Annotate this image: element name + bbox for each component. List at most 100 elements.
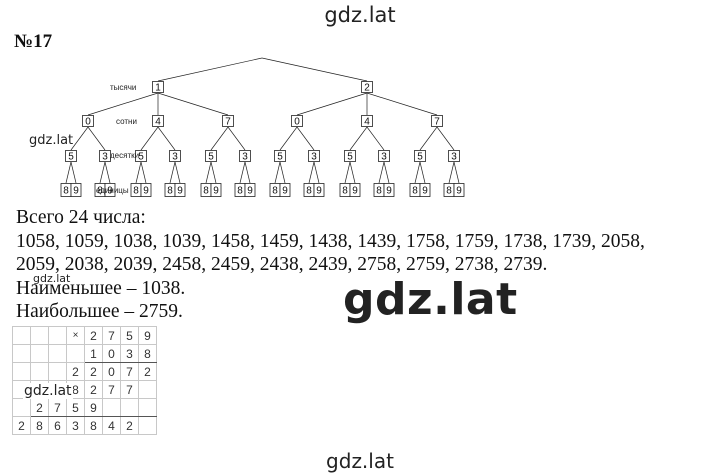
- grid-cell: ×: [66, 326, 85, 345]
- tree-edge: [279, 161, 286, 184]
- tree-edge: [157, 126, 176, 151]
- units-node-digit: 8: [167, 186, 173, 197]
- grid-cell: 2: [30, 398, 49, 417]
- grid-cell: 3: [66, 416, 85, 435]
- watermark-bottom: gdz.lat: [326, 449, 394, 473]
- grid-cell: 0: [102, 362, 121, 381]
- units-node-digit: 9: [386, 186, 392, 197]
- tree-edge: [419, 161, 426, 184]
- watermark-text: gdz.lat: [33, 272, 71, 285]
- units-node-box: [383, 183, 395, 197]
- grid-cell: [48, 326, 67, 345]
- tens-node-box: [448, 150, 460, 162]
- level-label: десятки: [110, 151, 139, 160]
- units-node-box: [174, 183, 186, 197]
- numbers-list-line-2: 2059, 2038, 2039, 2458, 2459, 2438, 2439…: [16, 254, 548, 275]
- grid-cell: 2: [84, 362, 103, 381]
- units-node-digit: 8: [97, 186, 103, 197]
- units-node-box: [104, 183, 116, 197]
- tens-node-digit: 3: [242, 152, 248, 163]
- tree-edge: [140, 161, 147, 184]
- grid-cell: [12, 362, 31, 381]
- units-node-digit: 9: [107, 186, 113, 197]
- grid-cell: 9: [138, 326, 157, 345]
- tree-edge: [366, 126, 385, 151]
- level-label: единицы: [96, 186, 129, 195]
- units-node-digit: 9: [422, 186, 428, 197]
- tens-node-box: [65, 150, 77, 162]
- grid-cell: 2: [12, 416, 31, 435]
- hundreds-node-digit: 4: [155, 117, 161, 128]
- tens-node-digit: 5: [208, 152, 214, 163]
- thousands-node-box: [152, 81, 164, 93]
- units-node-digit: 9: [213, 186, 219, 197]
- smallest-number-line: Наименьшее – 1038.: [16, 278, 186, 299]
- tens-node-digit: 3: [381, 152, 387, 163]
- grid-cell: 7: [102, 326, 121, 345]
- hundreds-node-box: [361, 115, 373, 127]
- hundreds-node-box: [431, 115, 443, 127]
- total-count-line: Всего 24 числа:: [16, 207, 146, 228]
- tree-edge: [414, 161, 421, 184]
- tree-edge: [313, 161, 320, 184]
- grid-cell: 4: [102, 416, 121, 435]
- thousands-node-digit: 2: [364, 83, 370, 94]
- units-node-digit: 8: [446, 186, 452, 197]
- grid-cell: 2: [84, 380, 103, 399]
- units-node-box: [140, 183, 152, 197]
- tree-edge: [349, 126, 368, 151]
- units-node-box: [70, 183, 82, 197]
- grid-cell: 8: [84, 416, 103, 435]
- tree-edge: [448, 161, 455, 184]
- tree-edge: [349, 161, 356, 184]
- grid-cell: [30, 326, 49, 345]
- units-node-box: [279, 183, 291, 197]
- tens-node-digit: 5: [277, 152, 283, 163]
- level-label: тысячи: [110, 83, 136, 92]
- hundreds-node-digit: 7: [434, 117, 440, 128]
- watermark-tree: gdz.lat: [29, 133, 74, 148]
- grid-cell: 2: [84, 326, 103, 345]
- units-node-digit: 9: [316, 186, 322, 197]
- units-node-digit: 8: [306, 186, 312, 197]
- hundreds-node-box: [152, 115, 164, 127]
- tree-edge: [70, 126, 89, 151]
- tens-node-box: [205, 150, 217, 162]
- units-node-digit: 8: [376, 186, 382, 197]
- grid-cell: 8: [138, 344, 157, 363]
- largest-number-line: Наибольшее – 2759.: [16, 301, 183, 322]
- grid-cell: 6: [48, 416, 67, 435]
- units-node-digit: 9: [282, 186, 288, 197]
- tens-node-digit: 3: [172, 152, 178, 163]
- units-node-box: [210, 183, 222, 197]
- grid-cell: 5: [66, 398, 85, 417]
- grid-cell: 9: [84, 398, 103, 417]
- tree-edge: [366, 92, 438, 116]
- thousands-node-digit: 1: [155, 83, 161, 94]
- grid-cell: 7: [120, 362, 139, 381]
- tree-edge: [227, 126, 246, 151]
- tens-node-box: [308, 150, 320, 162]
- tree-edge: [279, 126, 298, 151]
- tens-node-box: [344, 150, 356, 162]
- grid-cell: [48, 362, 67, 381]
- tree-edge: [169, 161, 176, 184]
- thousands-node-box: [361, 81, 373, 93]
- grid-cell: 7: [102, 380, 121, 399]
- tree-edge: [99, 161, 106, 184]
- units-node-digit: 9: [143, 186, 149, 197]
- grid-cell: [102, 398, 121, 417]
- tree-edge: [65, 161, 72, 184]
- grid-cell: 2: [66, 362, 85, 381]
- grid-cell: 7: [48, 398, 67, 417]
- grid-cell: 5: [120, 326, 139, 345]
- grid-cell: [30, 362, 49, 381]
- tree-edge: [135, 161, 142, 184]
- units-node-digit: 9: [177, 186, 183, 197]
- units-node-digit: 8: [133, 186, 139, 197]
